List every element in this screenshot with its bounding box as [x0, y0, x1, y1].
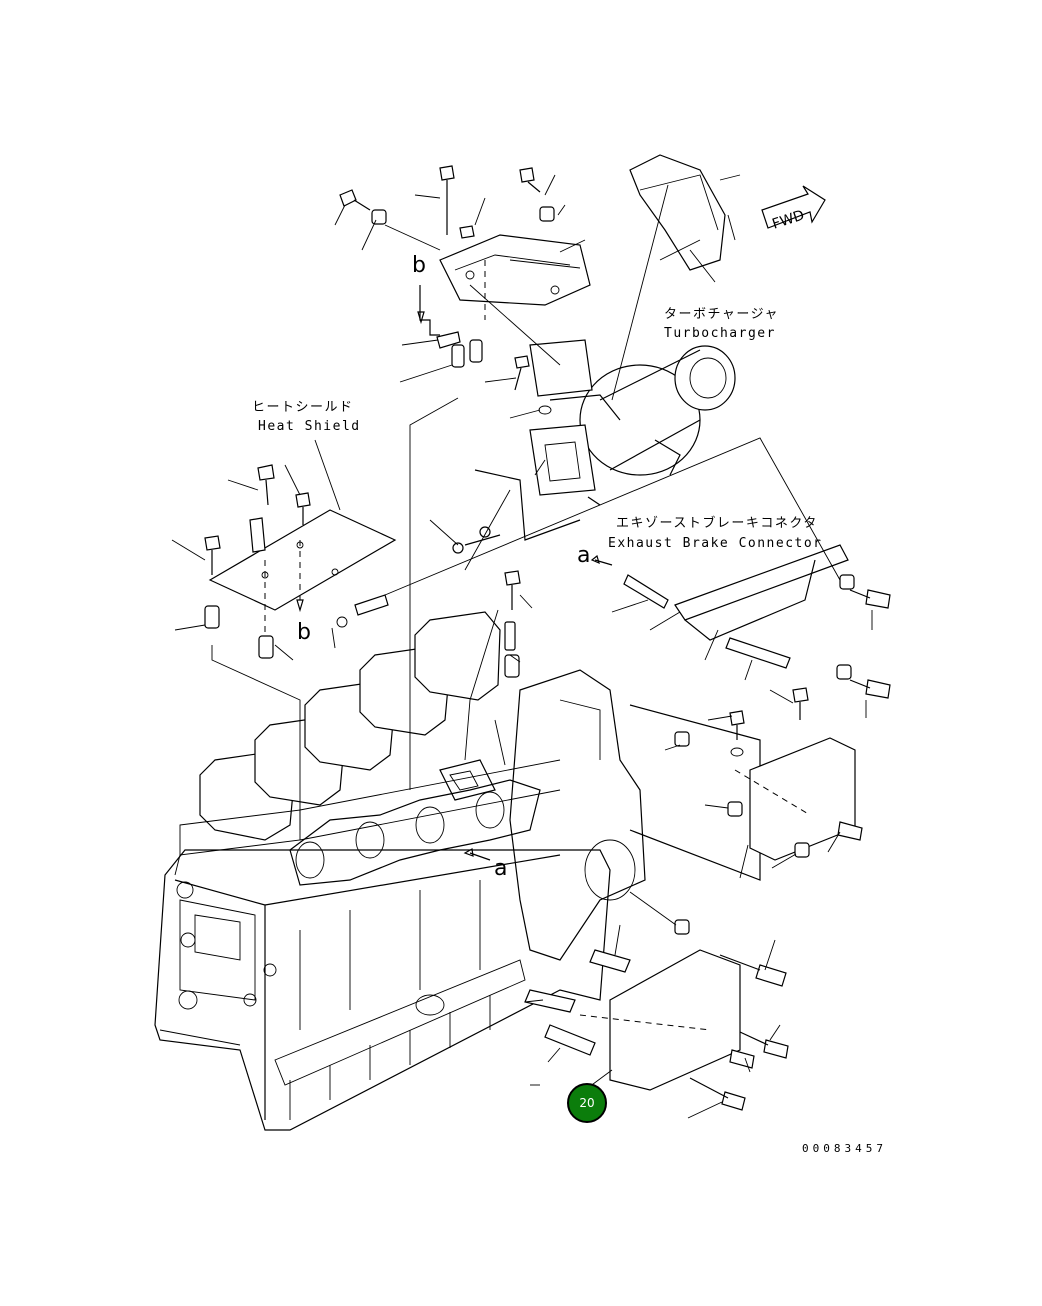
rear-housing: [509, 669, 761, 961]
head-covers: [174, 611, 561, 876]
exhaust-brake-label-en: Exhaust Brake Connector: [608, 536, 823, 551]
reference-arrows: [296, 285, 613, 861]
heat-shield-label-en: Heat Shield: [258, 419, 361, 434]
ref-letter-a-lower: a: [494, 856, 508, 881]
turbocharger: [529, 345, 736, 496]
engine-block: [154, 849, 611, 1131]
turbo-shield: [629, 154, 741, 271]
drawing-code: 00083457: [802, 1142, 887, 1155]
ref-letter-b-top: b: [412, 253, 426, 278]
fasteners: [204, 165, 891, 1111]
callout-20-badge[interactable]: 20: [567, 1083, 607, 1123]
heat-shield-label-jp: ヒートシールド: [252, 400, 354, 415]
heat-shield-plate: [208, 509, 397, 640]
exhaust-manifold: [289, 759, 541, 886]
turbocharger-label-jp: ターボチャージャ: [664, 307, 779, 322]
exhaust-brake-label-jp: エキゾーストブレーキコネクタ: [616, 516, 818, 531]
turbocharger-label-en: Turbocharger: [664, 326, 776, 341]
leader-lines: [171, 174, 873, 1119]
ref-letter-b-mid: b: [297, 620, 311, 645]
fwd-arrow: [761, 185, 826, 229]
upper-bracket: [439, 234, 593, 397]
ref-letter-a-right: a: [577, 543, 591, 568]
